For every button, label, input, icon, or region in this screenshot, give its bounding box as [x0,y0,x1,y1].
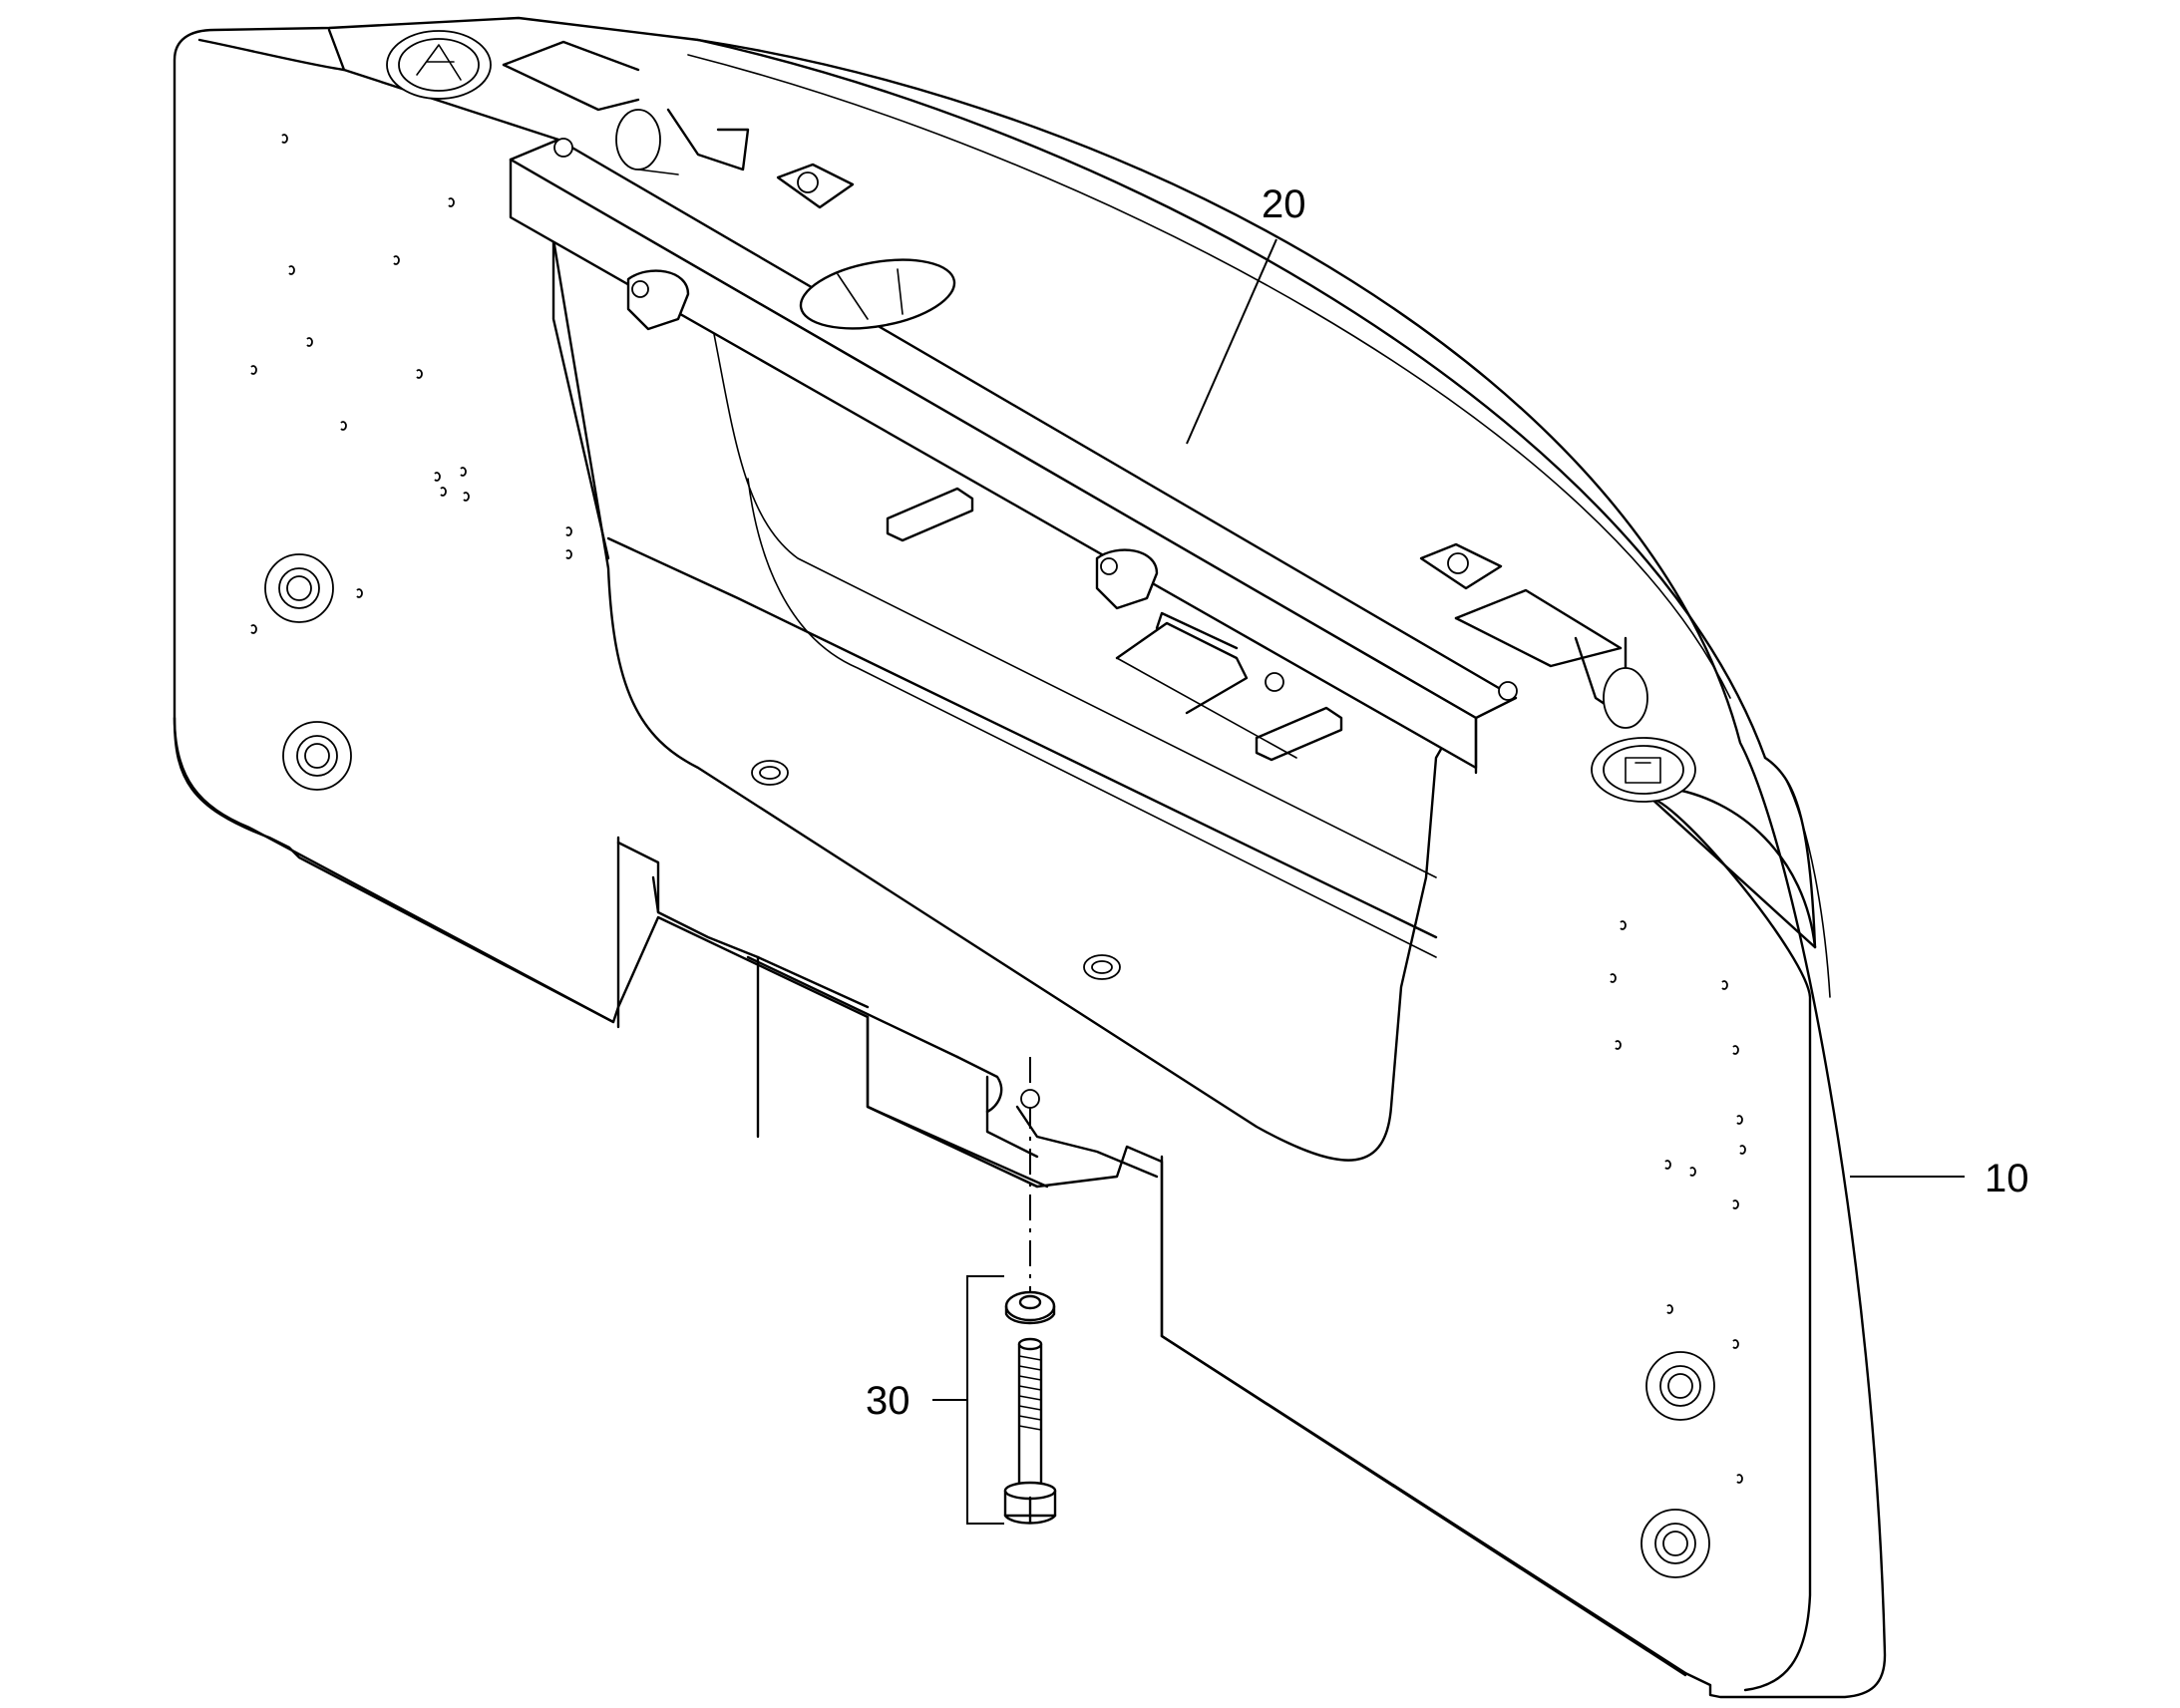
mounting-hole [264,553,334,623]
bolt-set-part [966,1057,1057,1525]
mounting-hole [751,760,789,786]
callout-30: 30 [866,1379,967,1423]
group-bracket [966,1275,1004,1525]
mounting-hole [282,721,352,791]
bracket-bolt [776,163,855,209]
callout-label-20: 20 [1262,182,1306,226]
lifting-eye [386,30,492,100]
washer [1004,1290,1056,1325]
counterweight-part [173,16,1887,1699]
bolt [1003,1337,1057,1525]
bracket-part [502,40,1648,775]
callout-label-10: 10 [1985,1157,2029,1200]
callout-label-30: 30 [866,1379,910,1423]
bracket-bolt [553,138,1518,701]
mounting-hole [1083,954,1121,980]
central-cavity [551,237,1478,1162]
spacer-plate [886,487,974,542]
counterweight-outline [173,16,1887,1699]
lifting-eye [1591,737,1696,803]
callout-20: 20 [1186,182,1306,445]
drill-marks [250,134,1746,1484]
callout-10: 10 [1850,1157,2029,1200]
mounting-hole [1645,1351,1715,1421]
bracket-bolt [1419,542,1503,590]
mounting-hole [1640,1509,1710,1578]
